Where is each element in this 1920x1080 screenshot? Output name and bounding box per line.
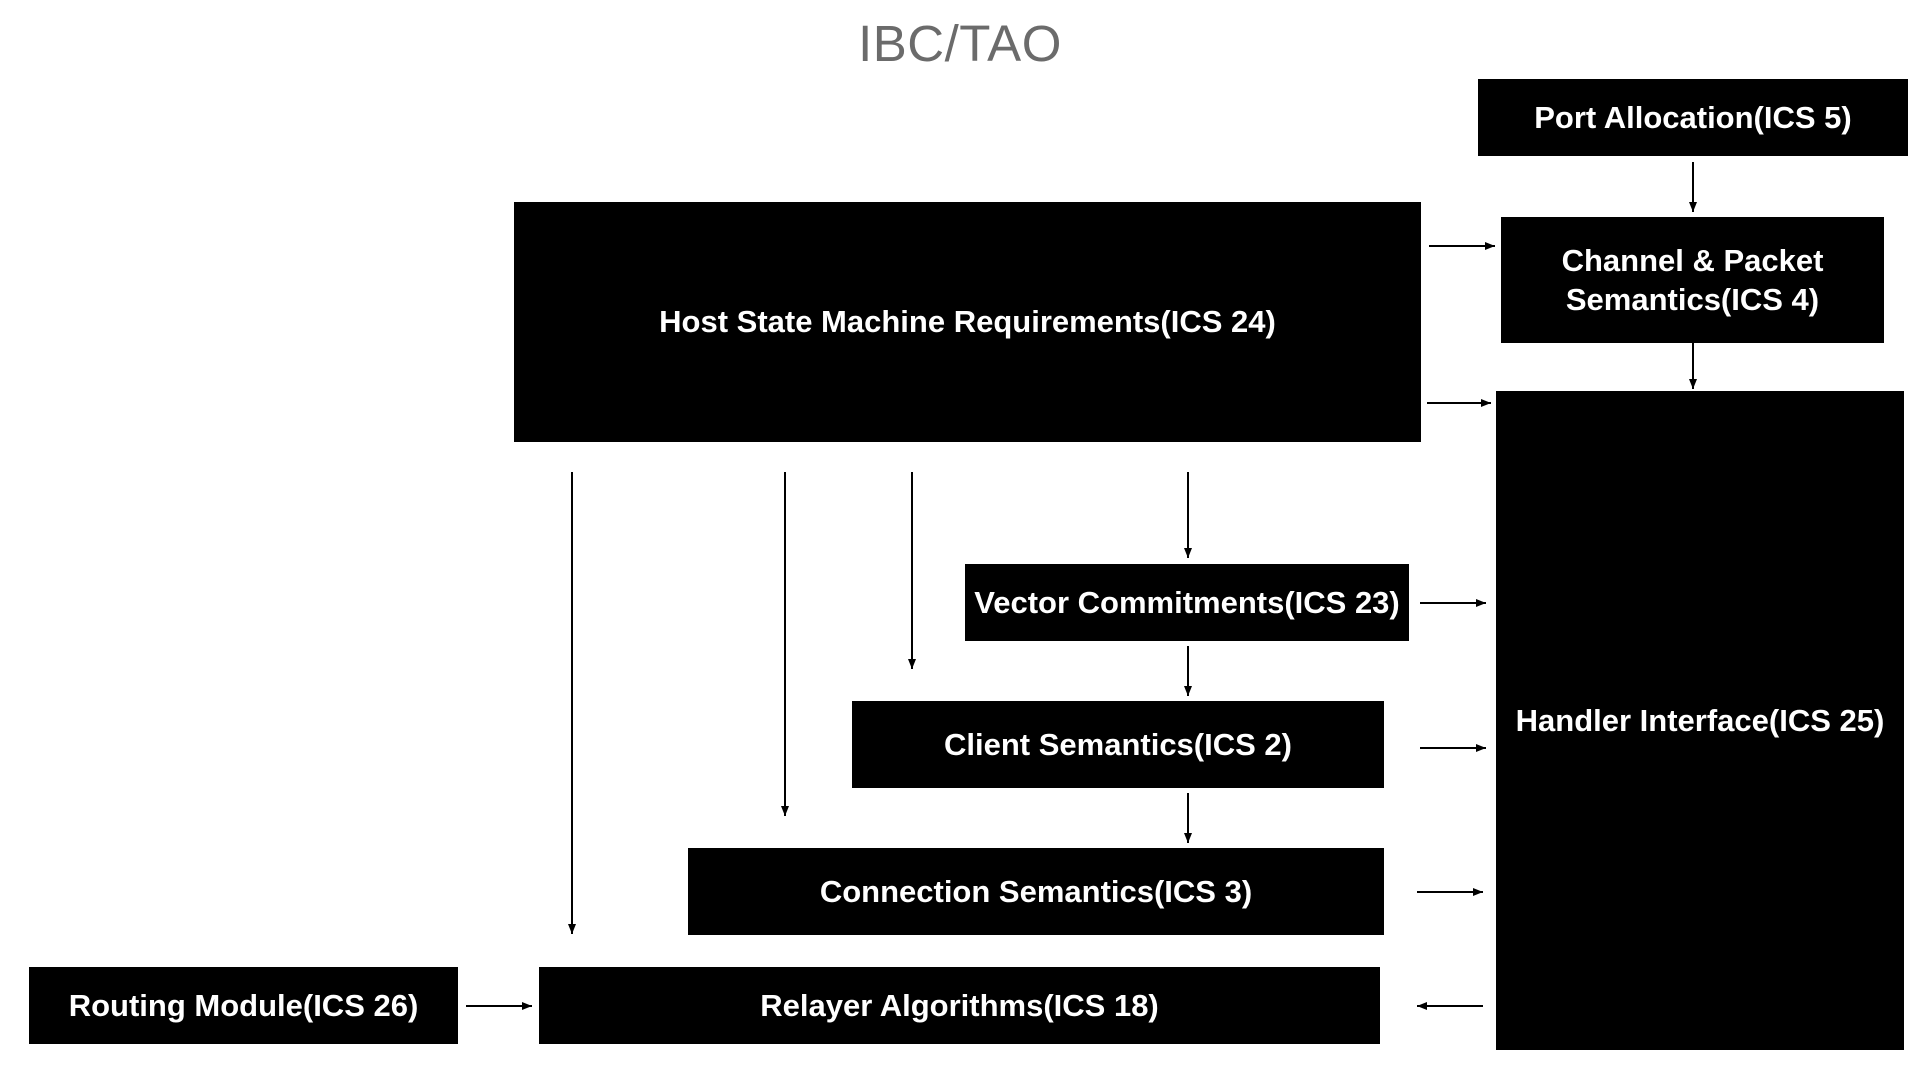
client-semantics-label: Client Semantics(ICS 2) bbox=[944, 726, 1292, 762]
host-state-machine-label: Host State Machine Requirements(ICS 24) bbox=[659, 304, 1276, 340]
channel-packet-label-line1: Channel & Packet bbox=[1561, 242, 1824, 278]
channel-packet-label-line2: Semantics(ICS 4) bbox=[1565, 282, 1820, 317]
vector-commitments-box: Vector Commitments(ICS 23) bbox=[965, 564, 1409, 641]
routing-module-box: Routing Module(ICS 26) bbox=[29, 967, 458, 1044]
host-state-machine-box: Host State Machine Requirements(ICS 24) bbox=[514, 202, 1421, 442]
diagram-title: IBC/TAO bbox=[858, 15, 1062, 72]
client-semantics-box: Client Semantics(ICS 2) bbox=[852, 701, 1384, 788]
handler-interface-box: Handler Interface(ICS 25) bbox=[1496, 391, 1904, 1050]
relayer-algorithms-label: Relayer Algorithms(ICS 18) bbox=[760, 987, 1159, 1023]
port-allocation-label: Port Allocation(ICS 5) bbox=[1534, 99, 1852, 135]
port-allocation-box: Port Allocation(ICS 5) bbox=[1478, 79, 1908, 156]
connection-semantics-box: Connection Semantics(ICS 3) bbox=[688, 848, 1384, 935]
channel-packet-semantics-box: Channel & Packet Semantics(ICS 4) bbox=[1501, 217, 1884, 343]
handler-interface-label: Handler Interface(ICS 25) bbox=[1515, 702, 1885, 738]
vector-commitments-label: Vector Commitments(ICS 23) bbox=[974, 584, 1400, 620]
connection-semantics-label: Connection Semantics(ICS 3) bbox=[819, 873, 1253, 909]
routing-module-label: Routing Module(ICS 26) bbox=[68, 987, 419, 1023]
relayer-algorithms-box: Relayer Algorithms(ICS 18) bbox=[539, 967, 1380, 1044]
